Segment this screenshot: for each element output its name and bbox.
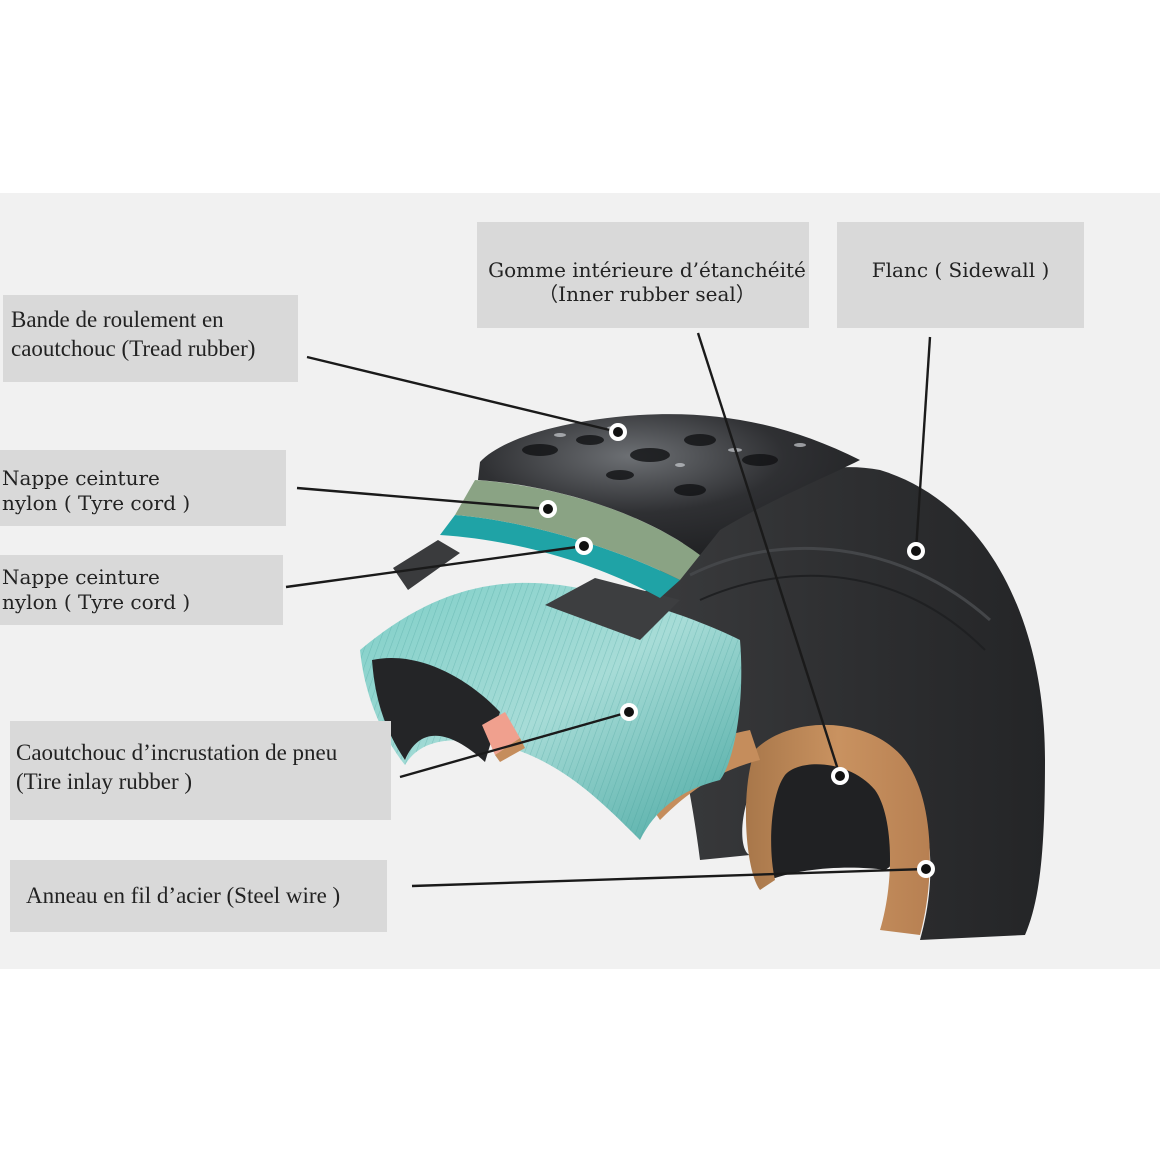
tread-rubber-shape <box>478 414 860 555</box>
marker-tread <box>609 423 627 441</box>
leader-nylon-2 <box>285 544 585 589</box>
leader-steel <box>411 867 927 888</box>
label-tread-rubber: Bande de roulement en caoutchouc (Tread … <box>3 295 298 382</box>
leader-sidewall <box>914 336 932 552</box>
marker-steel <box>917 860 935 878</box>
label-sidewall-line1: Flanc ( Sidewall ) <box>871 258 1050 282</box>
marker-inlay <box>620 703 638 721</box>
label-inner-rubber-seal: Gomme intérieure d’étanchéité （Inner rub… <box>477 222 809 328</box>
markers <box>539 423 935 878</box>
label-nylon2-line1: Nappe ceinture <box>2 565 160 589</box>
cut-flap-left <box>393 540 460 590</box>
label-tread-line2: caoutchouc (Tread rubber) <box>11 335 256 361</box>
leader-tread <box>306 355 619 434</box>
leader-nylon-1 <box>296 486 549 511</box>
label-inlay-line2: (Tire inlay rubber ) <box>16 768 193 794</box>
steel-bead-shape <box>745 724 930 935</box>
label-inlay-line1: Caoutchouc d’incrustation de pneu <box>16 740 338 765</box>
inlay-rubber-shape <box>482 712 520 755</box>
cyan-belt-shape <box>440 515 680 598</box>
marker-sidewall <box>907 542 925 560</box>
label-nylon1-line1: Nappe ceinture <box>2 466 160 490</box>
label-seal-line2: （Inner rubber seal） <box>538 282 756 306</box>
label-nylon1-line2: nylon ( Tyre cord ) <box>2 491 191 515</box>
marker-nylon-1 <box>539 500 557 518</box>
leader-inlay <box>399 710 630 779</box>
marker-nylon-2 <box>575 537 593 555</box>
label-tread-line1: Bande de roulement en <box>11 307 224 332</box>
label-nylon2-line2: nylon ( Tyre cord ) <box>2 590 191 614</box>
label-nylon-cord-1: Nappe ceinture nylon ( Tyre cord ) <box>0 450 286 526</box>
cut-flap-right <box>545 578 680 640</box>
marker-seal <box>831 767 849 785</box>
green-belt-shape <box>455 480 700 580</box>
label-nylon-cord-2: Nappe ceinture nylon ( Tyre cord ) <box>0 555 283 625</box>
label-steel-wire: Anneau en fil d’acier (Steel wire ) <box>10 860 387 932</box>
label-steel-line1: Anneau en fil d’acier (Steel wire ) <box>26 883 341 908</box>
leader-seal <box>696 332 842 777</box>
inner-liner-shape <box>372 658 500 762</box>
label-sidewall: Flanc ( Sidewall ) <box>837 222 1084 328</box>
label-seal-line1: Gomme intérieure d’étanchéité <box>488 258 806 282</box>
leader-lines <box>285 332 932 888</box>
label-tire-inlay-rubber: Caoutchouc d’incrustation de pneu (Tire … <box>10 721 391 820</box>
